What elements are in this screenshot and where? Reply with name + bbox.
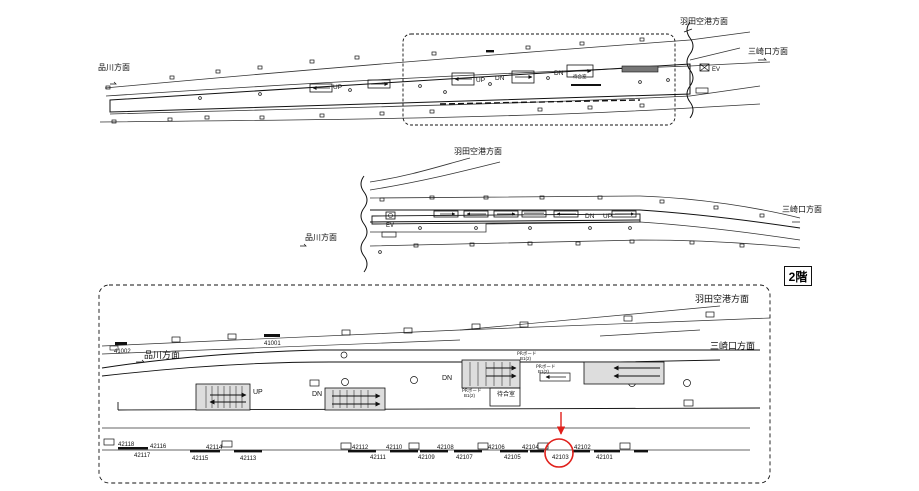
ad-42111: 42111	[370, 455, 386, 461]
detail-stair-dn	[324, 387, 386, 411]
ad-42113: 42113	[240, 456, 257, 462]
top-waiting-label: 待合室	[573, 73, 587, 80]
ad-42102: 42102	[574, 445, 591, 451]
ad-42101: 42101	[596, 455, 613, 461]
detail-dn-label-1: DN	[312, 391, 322, 398]
top-up-label-1: UP	[333, 84, 342, 91]
top-dn-label-2: DN	[554, 70, 564, 77]
ad-42115: 42115	[192, 456, 209, 462]
detail-dashed-frame	[98, 284, 771, 484]
top-dir-misakiguchi: 三崎口方面	[748, 46, 788, 56]
ad-42114: 42114	[206, 445, 223, 451]
top-long-escalator	[621, 65, 659, 73]
ad-42108: 42108	[437, 445, 454, 451]
detail-dir-shinagawa: 品川方面	[144, 349, 180, 361]
pr-board-3-sub: B1(2)	[464, 393, 476, 398]
detail-waiting-room-label: 待合室	[497, 390, 515, 398]
top-stair-dn-2	[511, 70, 535, 84]
detail-dir-misakiguchi: 三崎口方面	[710, 340, 755, 352]
detail-dir-haneda: 羽田空港方面	[695, 293, 749, 305]
mid-ev-label: EV	[386, 223, 394, 229]
mid-dir-misakiguchi: 三崎口方面	[782, 204, 822, 214]
top-stair-up-2	[451, 72, 475, 86]
ad-42109: 42109	[418, 455, 435, 461]
pr-board-1-sub: B1(2)	[520, 356, 532, 361]
ad-42107: 42107	[456, 455, 473, 461]
top-stair-dn-1	[367, 79, 391, 89]
detail-stair-up	[195, 383, 251, 411]
ad-42118: 42118	[118, 442, 135, 448]
ad-42117: 42117	[134, 453, 151, 459]
mid-up-label: UP	[603, 213, 612, 220]
top-dir-haneda: 羽田空港方面	[680, 16, 728, 26]
pr-board-3: PRボード	[462, 387, 481, 394]
ad-42105: 42105	[504, 455, 521, 461]
detail-waiting-room-block	[461, 359, 665, 407]
ad-42103: 42103	[552, 455, 569, 461]
top-ad-markers	[105, 37, 709, 124]
top-stair-up-1	[309, 83, 333, 93]
pr-board-1: PRボード	[517, 350, 536, 357]
detail-up-label: UP	[253, 389, 263, 396]
ad-42110: 42110	[386, 445, 403, 451]
mid-dir-shinagawa: 品川方面	[305, 232, 337, 242]
highlight-circle	[544, 438, 574, 468]
top-platform-section: 羽田空港方面 三崎口方面 品川方面 UP UP DN DN EV 待合室	[98, 16, 788, 126]
top-dir-shinagawa: 品川方面	[98, 62, 130, 72]
pr-board-2-sub: B1(2)	[538, 369, 550, 374]
ad-42116: 42116	[150, 444, 167, 450]
ad-41002: 41002	[114, 349, 131, 355]
mid-dn-label: DN	[585, 213, 595, 220]
ad-42106: 42106	[488, 445, 505, 451]
top-up-label-2: UP	[476, 77, 485, 84]
ad-41001: 41001	[264, 341, 281, 347]
lower-ad-panels	[103, 438, 648, 453]
pr-board-2: PRボード	[536, 363, 555, 370]
middle-platform-section: 羽田空港方面 三崎口方面 品川方面 EV DN UP	[300, 146, 822, 273]
mid-dir-haneda: 羽田空港方面	[454, 146, 502, 156]
top-ev-label: EV	[712, 67, 720, 73]
ad-42112: 42112	[352, 445, 369, 451]
top-stair-dn-3	[566, 64, 594, 78]
ad-42104: 42104	[522, 445, 539, 451]
floor-badge: 2階	[784, 266, 812, 286]
top-ev-box	[699, 63, 710, 72]
detail-dn-label-2: DN	[442, 375, 452, 382]
detail-section: 41002 41001 UP	[98, 284, 771, 484]
top-dn-label-1: DN	[495, 75, 505, 82]
